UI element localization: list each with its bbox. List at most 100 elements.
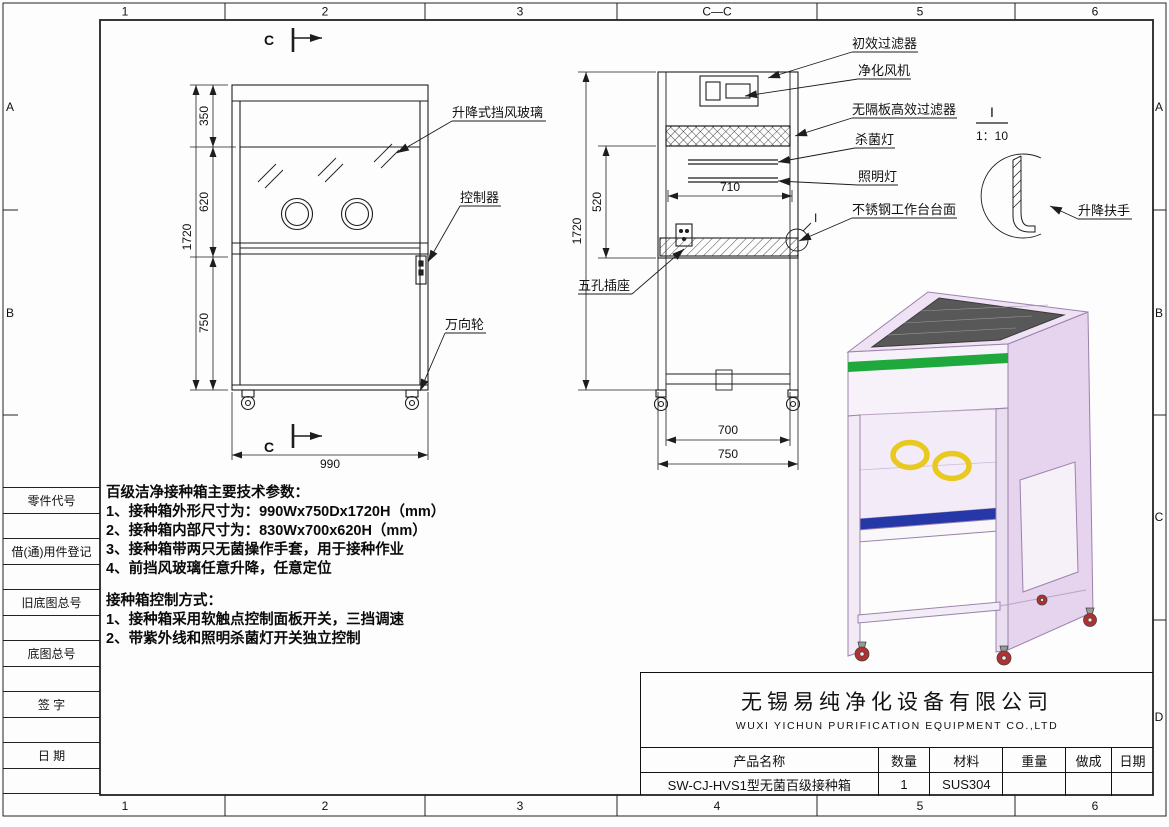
- left-row-blank: [3, 616, 100, 641]
- grid-bottom-5: 5: [917, 799, 924, 813]
- section-legs: [657, 258, 799, 391]
- col-date: 日期: [1119, 753, 1146, 769]
- glass-marks: [257, 143, 400, 189]
- grid-left-b: B: [6, 306, 14, 320]
- iso-blue-stripe: [858, 508, 998, 530]
- section-mark-c-bottom: C: [264, 439, 274, 455]
- company-block: 无锡易纯净化设备有限公司 WUXI YICHUN PURIFICATION EQ…: [641, 673, 1153, 748]
- grid-top-3: 3: [517, 5, 524, 19]
- grid-top-2: 2: [322, 5, 329, 19]
- label-light-lamp: 照明灯: [858, 169, 897, 184]
- front-casters: [240, 389, 420, 411]
- front-view-dimensions: [190, 84, 429, 460]
- dim-350: 350: [197, 106, 211, 126]
- front-view: [231, 84, 429, 411]
- grid-top-6: 6: [1092, 5, 1099, 19]
- note-item: 2、接种箱内部尺寸为：830Wx700x620H（mm）: [106, 523, 427, 539]
- left-row-blank: [3, 565, 100, 590]
- label-controller: 控制器: [460, 190, 499, 205]
- grid-labels: 1 2 3 C—C 5 6 1 2 3 4 5 6 A B A B C D: [6, 5, 1164, 814]
- section-view-dim-text: 1720 520 710 700 750: [570, 180, 740, 461]
- value-product-name: SW-CJ-HVS1型无菌百级接种箱: [641, 773, 879, 796]
- grid-right-a: A: [1155, 100, 1163, 114]
- section-cut-marks: C C: [264, 28, 322, 455]
- label-uv-lamp: 杀菌灯: [855, 132, 894, 147]
- lamps: [688, 159, 778, 183]
- control-panel: [415, 255, 427, 285]
- left-register-column: 零件代号 借(通)用件登记 旧底图总号 底图总号 签 字 日 期: [3, 487, 100, 794]
- grid-right-d: D: [1155, 710, 1164, 724]
- grid-right-b: B: [1155, 306, 1163, 320]
- left-row-blank: [3, 718, 100, 743]
- left-row-blank: [3, 514, 100, 539]
- note-item: 1、接种箱外形尺寸为：990Wx750Dx1720H（mm）: [106, 504, 446, 520]
- notes-title: 百级洁净接种箱主要技术参数：: [106, 485, 309, 501]
- label-prefilter: 初效过滤器: [852, 36, 917, 51]
- label-glass: 升降式挡风玻璃: [452, 105, 543, 120]
- left-row-date: 日 期: [3, 743, 100, 769]
- grid-right-c: C: [1155, 510, 1164, 524]
- grid-bottom-3: 3: [517, 799, 524, 813]
- section-view: I: [653, 71, 817, 412]
- label-handle: 升降扶手: [1078, 203, 1130, 218]
- detail-id: I: [990, 104, 994, 120]
- iso-right-pillar: [995, 407, 1009, 653]
- value-weight: [1003, 773, 1067, 796]
- grid-bottom-1: 1: [122, 799, 129, 813]
- note-item: 2、带紫外线和照明杀菌灯开关独立控制: [106, 631, 361, 647]
- col-material: 材料: [930, 748, 1004, 772]
- left-row-label: 底图总号: [27, 647, 76, 661]
- value-made: [1066, 773, 1113, 796]
- hepa-filter: [665, 125, 791, 147]
- col-weight: 重量: [1003, 748, 1067, 772]
- grid-bottom-2: 2: [322, 799, 329, 813]
- iso-glove-ring-right: [932, 450, 972, 482]
- worktop-hatch: [659, 237, 799, 257]
- iso-chamber: [857, 408, 999, 520]
- detail-mark-i: I: [814, 211, 817, 225]
- fan-unit: [699, 75, 759, 107]
- left-row-signature: 签 字: [3, 692, 100, 718]
- left-row-label: 旧底图总号: [21, 596, 82, 610]
- section-view-callouts: 初效过滤器 净化风机 无隔板高效过滤器 杀菌灯 照明灯 不锈钢工作台台面 五孔插…: [578, 36, 957, 295]
- left-row-label: 借(通)用件登记: [11, 545, 92, 559]
- tech-notes: 百级洁净接种箱主要技术参数： 1、接种箱外形尺寸为：990Wx750Dx1720…: [106, 484, 526, 649]
- socket: [675, 223, 693, 247]
- dim-1720-front: 1720: [180, 223, 194, 250]
- company-name-cn: 无锡易纯净化设备有限公司: [741, 691, 1053, 714]
- label-socket: 五孔插座: [578, 278, 630, 293]
- front-view-dim-text: 350 620 750 1720 990: [180, 106, 340, 471]
- detail-scale: 1：10: [976, 129, 1008, 143]
- value-quantity: 1: [879, 773, 931, 796]
- left-row-label: 签 字: [37, 698, 66, 712]
- dim-750: 750: [197, 313, 211, 333]
- grid-bottom-4: 4: [714, 799, 721, 813]
- glove-ports: [280, 197, 374, 231]
- front-view-callouts: 升降式挡风玻璃 控制器 万向轮: [396, 105, 546, 392]
- value-material: SUS304: [930, 773, 1004, 796]
- dim-710: 710: [720, 180, 740, 194]
- grid-left-a: A: [6, 100, 14, 114]
- notes-control-title: 接种箱控制方式：: [106, 593, 222, 609]
- left-row-blank: [3, 667, 100, 692]
- label-worktop: 不锈钢工作台台面: [852, 202, 956, 217]
- dim-520: 520: [590, 192, 604, 212]
- label-wheel: 万向轮: [445, 317, 484, 332]
- iso-glove-ring-left: [890, 439, 930, 471]
- grid-top-5: 5: [917, 5, 924, 19]
- title-block-data-row: SW-CJ-HVS1型无菌百级接种箱 1 SUS304: [641, 773, 1153, 796]
- company-name-en: WUXI YICHUN PURIFICATION EQUIPMENT CO.,L…: [735, 720, 1059, 732]
- section-view-dimensions: [578, 71, 799, 470]
- section-casters: [653, 389, 801, 412]
- left-row-borrowed: 借(通)用件登记: [3, 539, 100, 565]
- left-row-blank: [3, 769, 100, 794]
- col-quantity: 数量: [879, 748, 931, 772]
- label-fan: 净化风机: [858, 63, 910, 78]
- dim-700: 700: [718, 423, 738, 437]
- left-row-base-no: 底图总号: [3, 641, 100, 667]
- note-item: 4、前挡风玻璃任意升降，任意定位: [106, 561, 332, 577]
- iso-green-stripe: [848, 353, 1008, 372]
